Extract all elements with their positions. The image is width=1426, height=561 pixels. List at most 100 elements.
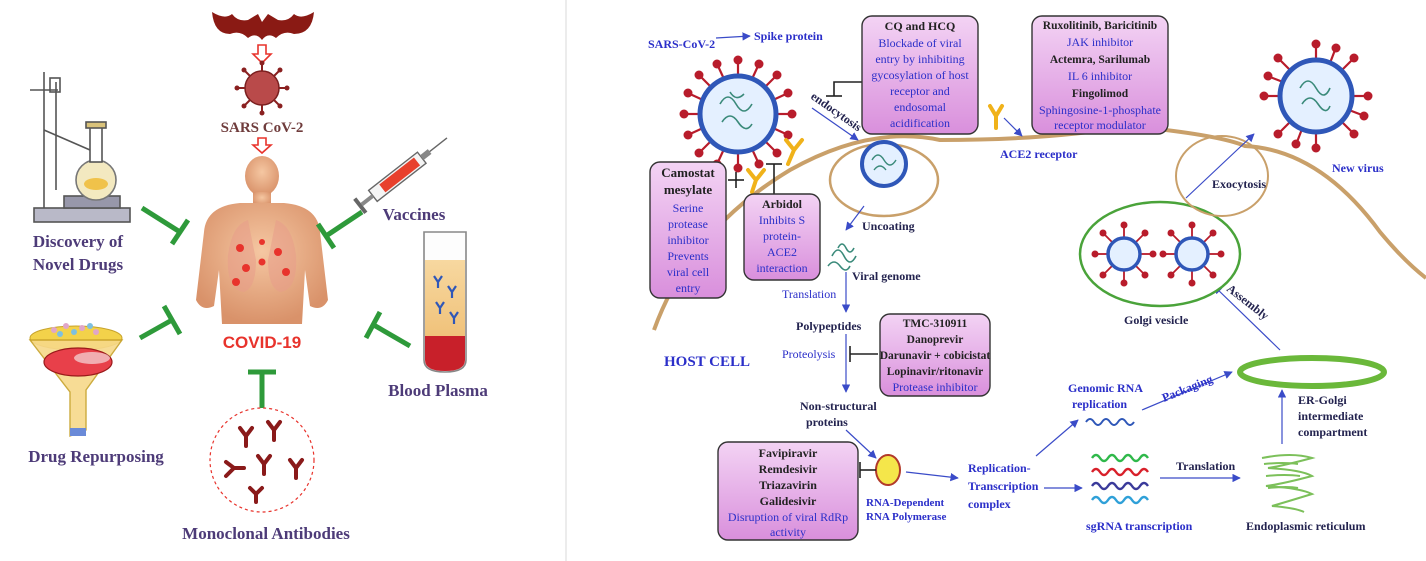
jak-desc2: IL 6 inhibitor (1068, 69, 1132, 83)
camostat-title-line1: Camostat (661, 165, 715, 180)
viral-genome-icon (827, 243, 857, 271)
polypeptides-label: Polypeptides (796, 319, 862, 333)
antibodies-icon (209, 407, 315, 513)
protease-drug: Danoprevir (907, 334, 964, 346)
camostat-title-line2: mesylate (664, 182, 713, 197)
jak-desc1: JAK inhibitor (1067, 35, 1133, 49)
funnel-pill-icon (28, 323, 124, 438)
rdrp-drug: Triazavirin (759, 478, 817, 492)
vaccines-label: Vaccines (383, 205, 446, 224)
down-arrow-icon (250, 137, 274, 155)
ergic-icon (1237, 355, 1387, 389)
uncoating-label: Uncoating (862, 219, 915, 233)
jak-desc3-line2: receptor modulator (1054, 118, 1146, 132)
ergic-label-line1: ER-Golgi (1298, 393, 1347, 407)
exocytosis-label: Exocytosis (1212, 177, 1266, 191)
new-virus-label: New virus (1332, 161, 1384, 175)
camostat-line: inhibitor (667, 233, 708, 247)
arbidol-line: ACE2 (767, 245, 797, 259)
genomic-label-line2: replication (1072, 397, 1127, 411)
er-icon (1261, 454, 1316, 513)
sgrna-label: sgRNA transcription (1086, 519, 1193, 533)
novel-drugs-label-line1: Discovery of (33, 232, 124, 251)
camostat-line: protease (668, 217, 708, 231)
rdrp-label-line2: RNA Polymerase (866, 511, 946, 523)
test-tube-icon (423, 231, 467, 373)
arbidol-line: interaction (756, 261, 807, 275)
proteolysis-label: Proteolysis (782, 347, 836, 361)
protease-inhibitor-box: TMC-310911 Danoprevir Darunavir + cobici… (879, 313, 991, 397)
nsp-label-line1: Non-structural (800, 399, 877, 413)
genomic-rna-icon (1085, 418, 1135, 426)
cq-line: gycosylation of host (871, 68, 969, 82)
arbidol-box: Arbidol Inhibits S protein- ACE2 interac… (743, 193, 821, 281)
coronavirus-icon (234, 60, 290, 116)
down-arrow-icon (251, 44, 273, 65)
camostat-line: Serine (673, 201, 704, 215)
sgrna-strands-icon (1091, 453, 1149, 505)
antibodies-label: Monoclonal Antibodies (182, 524, 350, 543)
novel-drugs-label-line2: Novel Drugs (33, 255, 124, 274)
spike-label: Spike protein (754, 29, 823, 43)
endosome-icon (828, 140, 940, 218)
protease-drug: Lopinavir/ritonavir (887, 366, 983, 378)
jak-drug3: Fingolimod (1072, 88, 1129, 100)
cq-line: receptor and (890, 84, 950, 98)
camostat-box: Camostat mesylate Serine protease inhibi… (649, 161, 727, 299)
rdrp-drug: Galidesivir (760, 494, 817, 508)
golgi-vesicle-icon (1078, 200, 1242, 308)
arbidol-line: Inhibits S (759, 213, 805, 227)
protease-drug: TMC-310911 (903, 318, 968, 330)
inhibition-markers (138, 205, 412, 408)
translation-label: Translation (782, 287, 836, 301)
genomic-label-line1: Genomic RNA (1068, 381, 1143, 395)
ace2-label: ACE2 receptor (1000, 147, 1078, 161)
jak-drug2: Actemra, Sarilumab (1050, 54, 1150, 66)
arbidol-title: Arbidol (762, 197, 803, 211)
rtc-label-line1: Replication- (968, 461, 1031, 475)
rdrp-desc-line2: activity (770, 525, 806, 539)
jak-desc3-line1: Sphingosine-1-phosphate (1039, 103, 1161, 117)
disease-label: COVID-19 (223, 333, 301, 352)
protease-desc: Protease inhibitor (893, 380, 978, 394)
nsp-label-line2: proteins (806, 415, 848, 429)
bat-icon (212, 12, 314, 40)
jak-drug1: Ruxolitinib, Baricitinib (1043, 20, 1157, 32)
human-torso-icon (196, 156, 328, 324)
rdrp-desc-line1: Disruption of viral RdRp (728, 510, 848, 524)
camostat-line: viral cell (667, 265, 710, 279)
new-virus-icon (1259, 39, 1373, 153)
virus-label: SARS CoV-2 (221, 120, 304, 136)
jak-il6-box: Ruxolitinib, Baricitinib JAK inhibitor A… (1031, 15, 1169, 135)
rdrp-icon (875, 454, 901, 486)
rtc-label-line2: Transcription (968, 479, 1039, 493)
arbidol-line: protein- (763, 229, 801, 243)
translation2-label: Translation (1176, 459, 1235, 473)
rtc-label-line3: complex (968, 497, 1011, 511)
plasma-label: Blood Plasma (388, 381, 488, 400)
golgi-label: Golgi vesicle (1124, 313, 1189, 327)
left-panel: SARS CoV-2 COVID-19 (28, 12, 488, 543)
rdrp-drug: Favipiravir (759, 446, 818, 460)
exocytosis-vesicle (1175, 135, 1269, 217)
cq-line: Blockade of viral (878, 36, 962, 50)
cq-title: CQ and HCQ (885, 19, 956, 33)
rdrp-drug: Remdesivir (759, 462, 818, 476)
cq-line: entry by inhibiting (875, 52, 964, 66)
cq-hcq-box: CQ and HCQ Blockade of viral entry by in… (861, 15, 979, 135)
cq-line: acidification (890, 116, 950, 130)
sars-cov2-virion-icon (679, 55, 797, 173)
er-label: Endoplasmic reticulum (1246, 519, 1365, 533)
right-panel: SARS-CoV-2 Spike protein endocytosis Unc… (648, 15, 1426, 541)
ergic-label-line2: intermediate (1298, 409, 1364, 423)
cq-line: endosomal (894, 100, 947, 114)
rdrp-label-line1: RNA-Dependent (866, 497, 945, 509)
camostat-line: Prevents (667, 249, 709, 263)
syringe-icon (353, 137, 448, 215)
host-cell-label: HOST CELL (664, 354, 750, 370)
ace2-receptor-icon (746, 104, 1004, 194)
sars-cov2-label: SARS-CoV-2 (648, 37, 715, 51)
repurposing-label: Drug Repurposing (28, 447, 164, 466)
